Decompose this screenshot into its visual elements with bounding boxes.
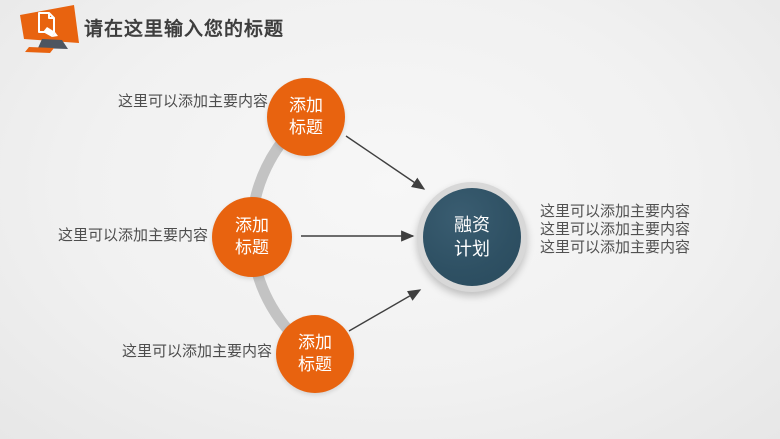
center-circle: 融资 计划 <box>423 188 521 286</box>
center-note-1: 这里可以添加主要内容 <box>540 203 691 220</box>
node-circle-1: 添加 标题 <box>267 78 345 156</box>
node-circle-2: 添加 标题 <box>212 197 292 277</box>
node-note-3: 这里可以添加主要内容 <box>121 343 272 360</box>
node-note-1: 这里可以添加主要内容 <box>117 93 268 110</box>
center-circle-ring: 融资 计划 <box>417 182 527 292</box>
center-note-2: 这里可以添加主要内容 <box>540 221 691 238</box>
node-circle-1-label: 添加 标题 <box>289 96 323 137</box>
arrow-top <box>345 135 426 190</box>
node-circle-2-label: 添加 标题 <box>235 216 269 257</box>
slide-header: 请在这里输入您的标题 <box>0 0 780 56</box>
monitor-pen-icon <box>20 5 79 53</box>
node-circle-3: 添加 标题 <box>276 315 354 393</box>
center-note-3: 这里可以添加主要内容 <box>540 239 691 256</box>
center-notes: 这里可以添加主要内容 这里可以添加主要内容 这里可以添加主要内容 <box>540 203 690 257</box>
slide-title: 请在这里输入您的标题 <box>84 19 285 40</box>
node-circle-3-label: 添加 标题 <box>298 333 332 374</box>
center-circle-label: 融资 计划 <box>454 215 490 259</box>
arrow-bottom <box>348 289 422 332</box>
node-note-2: 这里可以添加主要内容 <box>57 227 208 244</box>
